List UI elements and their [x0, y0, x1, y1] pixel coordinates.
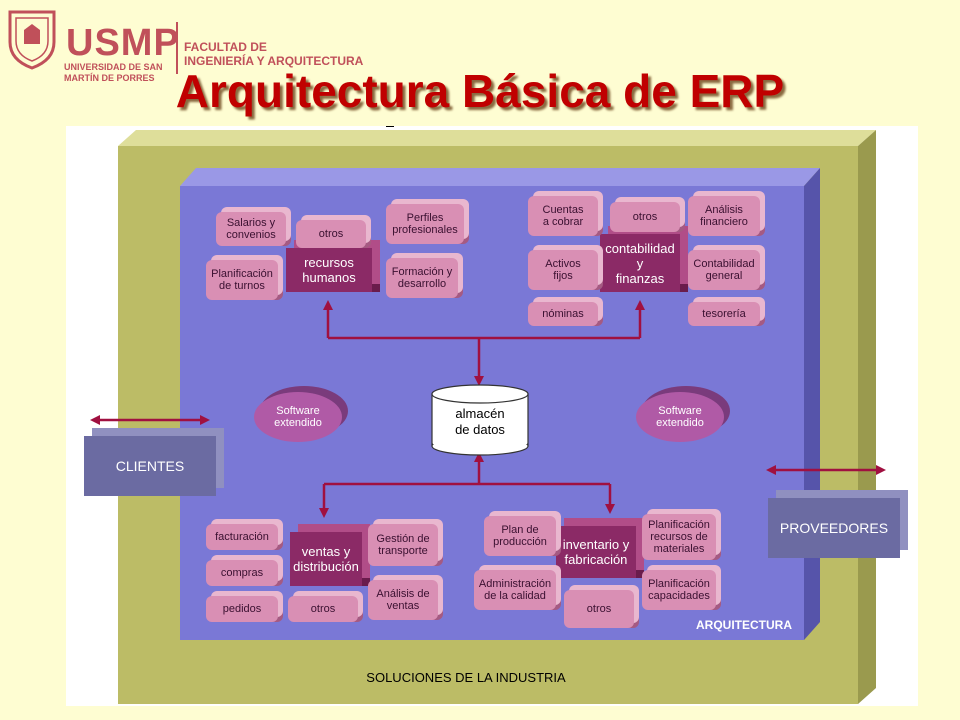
mrp-line-1: Planificación [648, 519, 710, 531]
inventory-core-line-1: inventario y [562, 537, 630, 552]
finance-others-label: otros [632, 211, 658, 223]
financial-analysis-line-1: Análisis [705, 204, 743, 216]
mrp-line-3: materiales [653, 543, 705, 555]
university-seal-icon [8, 10, 56, 70]
salaries-line-1: Salarios y [226, 217, 276, 229]
software-left-line-1: Software [276, 405, 320, 417]
shift-planning-line-2: de turnos [219, 280, 265, 292]
capacity-line-1: Planificación [648, 578, 710, 590]
mrp-line-2: recursos de [650, 531, 708, 543]
hr-others-label: otros [318, 228, 344, 240]
finance-core-line-2: y [636, 255, 644, 271]
finance-core-line-1: contabilidad [605, 240, 675, 256]
sales-analysis-line-1: Análisis de [376, 588, 430, 600]
module-finance-others: otros [610, 202, 680, 232]
training-line-2: desarrollo [397, 278, 447, 290]
module-treasury: tesorería [688, 302, 760, 326]
software-right-line-1: Software [658, 405, 702, 417]
finance-core-line-3: finanzas [615, 270, 665, 286]
module-sales-others: otros [288, 596, 358, 622]
production-plan-line-1: Plan de [501, 524, 539, 536]
quality-line-2: de la calidad [484, 590, 546, 602]
datastore: almacén de datos [432, 406, 528, 438]
stray-dash [386, 126, 394, 127]
suppliers-box: PROVEEDORES [768, 498, 900, 558]
software-left-line-2: extendido [274, 417, 322, 429]
treasury-label: tesorería [702, 308, 746, 320]
module-inventory-others: otros [564, 590, 634, 628]
faculty-line-2: INGENIERÍA Y ARQUITECTURA [184, 54, 364, 68]
datastore-label-1: almacén [455, 406, 505, 421]
industry-solutions-label: SOLUCIONES DE LA INDUSTRIA [366, 670, 566, 685]
fixed-assets-line-1: Activos [545, 258, 581, 270]
purchases-label: compras [220, 567, 264, 579]
slide-title: Arquitectura Básica de ERP [175, 65, 785, 117]
transport-line-1: Gestión de [376, 533, 430, 545]
general-ledger-line-1: Contabilidad [693, 258, 755, 270]
production-plan-line-2: producción [493, 536, 547, 548]
hr-core-line-1: recursos [304, 255, 354, 270]
general-ledger-line-2: general [705, 270, 743, 282]
receivables-line-1: Cuentas [542, 204, 584, 216]
quality-line-1: Administración [478, 578, 552, 590]
transport-line-2: transporte [378, 545, 428, 557]
shift-planning-line-1: Planificación [211, 268, 273, 280]
module-payroll: nóminas [528, 302, 598, 326]
faculty-line-1: FACULTAD DE [184, 40, 267, 54]
clients-label: CLIENTES [115, 458, 185, 474]
salaries-line-2: convenios [226, 229, 276, 241]
fixed-assets-line-2: fijos [553, 270, 573, 282]
capacity-line-2: capacidades [648, 590, 710, 602]
software-right-line-2: extendido [656, 417, 704, 429]
inventory-core-line-2: fabricación [564, 552, 628, 567]
module-orders: pedidos [206, 596, 278, 622]
logo-divider [176, 22, 178, 74]
faculty-name: FACULTAD DE INGENIERÍA Y ARQUITECTURA [184, 40, 363, 68]
receivables-line-2: a cobrar [542, 216, 584, 228]
architecture-label: ARQUITECTURA [696, 618, 792, 632]
inventory-others-label: otros [586, 603, 612, 615]
invoicing-label: facturación [215, 531, 269, 543]
module-invoicing: facturación [206, 524, 278, 550]
module-purchases: compras [206, 560, 278, 586]
financial-analysis-line-2: financiero [700, 216, 748, 228]
usmp-logo-text: USMP [66, 22, 180, 64]
usmp-logo-subtitle: UNIVERSIDAD DE SAN MARTÍN DE PORRES [64, 62, 163, 83]
sales-others-label: otros [310, 603, 336, 615]
suppliers-label: PROVEEDORES [779, 520, 889, 536]
sales-core-line-1: ventas y [301, 544, 351, 559]
training-line-1: Formación y [391, 266, 453, 278]
hr-core-line-2: humanos [302, 270, 356, 285]
sales-analysis-line-2: ventas [386, 600, 420, 612]
clients-box: CLIENTES [84, 436, 216, 496]
profiles-line-1: Perfiles [406, 212, 444, 224]
payroll-label: nóminas [542, 308, 584, 320]
module-hr-others: otros [296, 220, 366, 248]
sales-core-line-2: distribución [293, 559, 359, 574]
datastore-label-2: de datos [455, 422, 505, 437]
profiles-line-2: profesionales [392, 224, 458, 236]
orders-label: pedidos [222, 603, 262, 615]
